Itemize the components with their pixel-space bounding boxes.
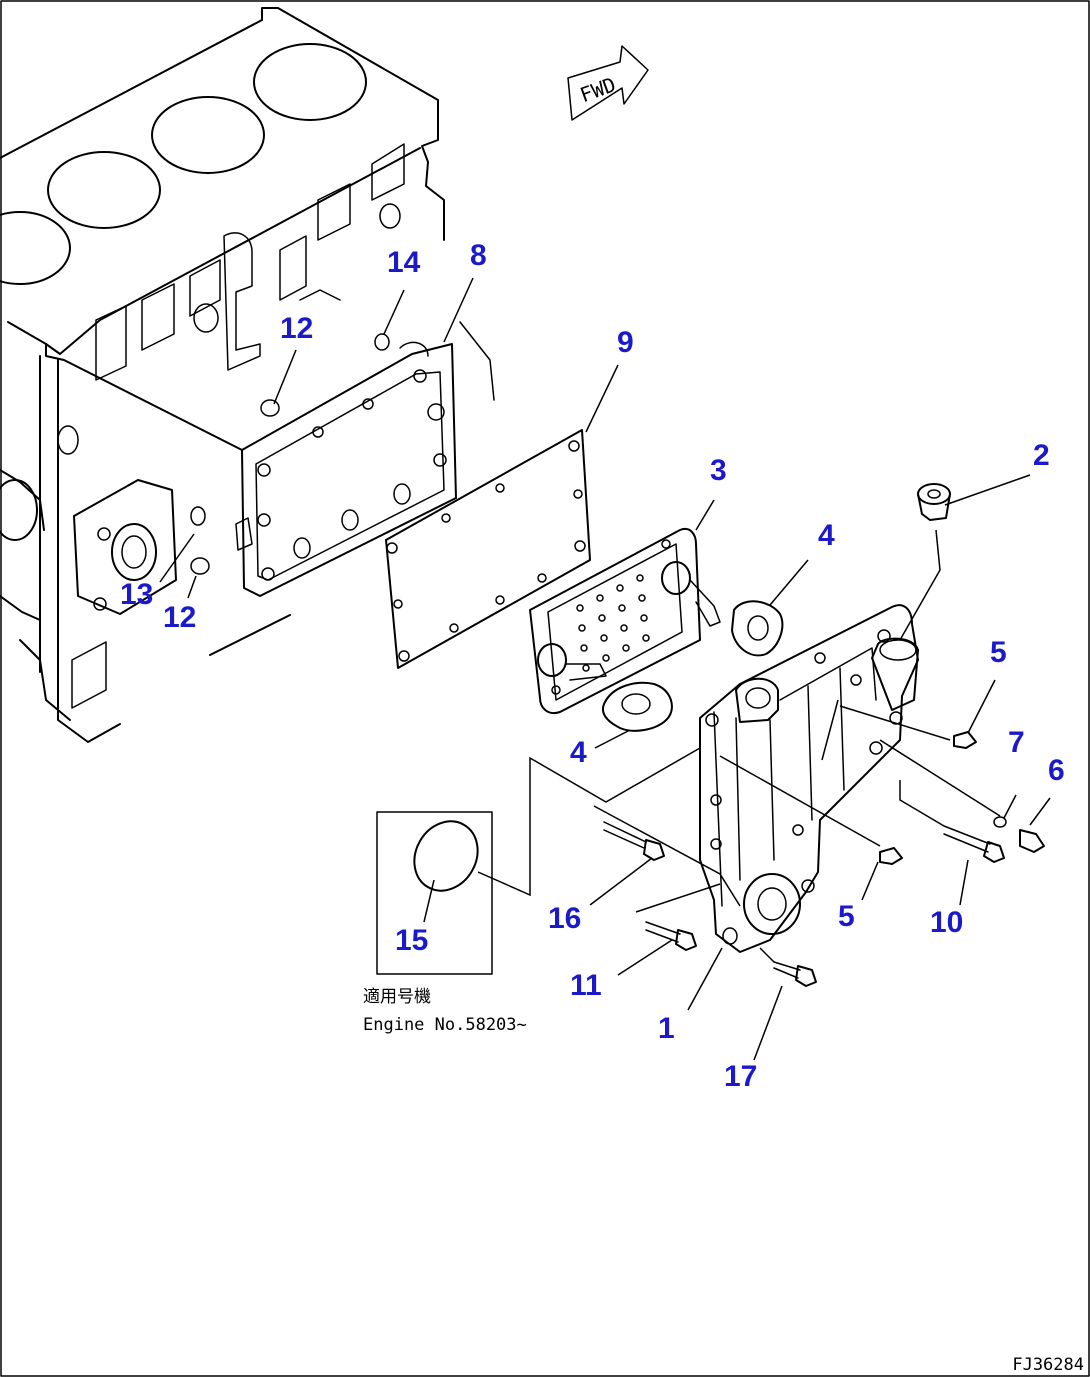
bolt-part-11	[645, 921, 697, 951]
callout-10: 10	[930, 906, 963, 939]
flange-gasket-part-4-lower	[602, 681, 673, 732]
callout-14: 14	[387, 246, 421, 279]
callout-1: 1	[658, 1012, 675, 1045]
washer-part-7	[993, 816, 1007, 828]
plug-part-12-lower	[190, 557, 210, 575]
callout-7: 7	[1008, 726, 1025, 759]
forward-arrow-icon: FWD	[567, 45, 649, 121]
callout-12-upper: 12	[280, 312, 313, 345]
nut-part-5-upper	[953, 731, 977, 749]
callout-13: 13	[120, 578, 153, 611]
applicability-note-line2: Engine No.58203~	[363, 1015, 527, 1035]
bolt-part-6	[1019, 829, 1045, 853]
callout-4-lower: 4	[570, 736, 587, 769]
callout-4-upper: 4	[818, 519, 835, 552]
callout-16: 16	[548, 902, 581, 935]
forward-label: FWD	[577, 72, 619, 107]
callout-6: 6	[1048, 754, 1065, 787]
bolt-part-17	[773, 961, 817, 987]
leader-lines	[159, 277, 1051, 1061]
callout-5-lower: 5	[838, 900, 855, 933]
cooler-cover-part-1	[699, 604, 919, 953]
nut-part-5-lower	[879, 847, 903, 865]
callout-11: 11	[570, 969, 602, 1002]
figure-code: FJ36284	[1012, 1355, 1084, 1375]
engine-block	[0, 7, 495, 743]
callout-17: 17	[724, 1060, 757, 1093]
cooler-element-part-3	[529, 528, 721, 714]
cap-part-2	[917, 483, 951, 521]
bolt-part-10	[943, 825, 1005, 863]
gasket-part-9	[385, 429, 591, 669]
callout-2: 2	[1033, 439, 1050, 472]
callout-9: 9	[617, 326, 634, 359]
plug-part-12-upper	[260, 399, 280, 417]
plug-part-14	[374, 333, 390, 351]
o-ring-detail-box	[376, 811, 493, 975]
o-ring-part-15	[413, 820, 479, 892]
callout-3: 3	[710, 454, 727, 487]
bolt-part-16	[603, 821, 665, 861]
callout-8: 8	[470, 239, 487, 272]
callout-15: 15	[395, 924, 428, 957]
applicability-note-line1: 適用号機	[363, 987, 431, 1007]
flange-gasket-part-4-upper	[731, 600, 784, 657]
callout-5-upper: 5	[990, 636, 1007, 669]
callout-12-lower: 12	[163, 601, 196, 634]
